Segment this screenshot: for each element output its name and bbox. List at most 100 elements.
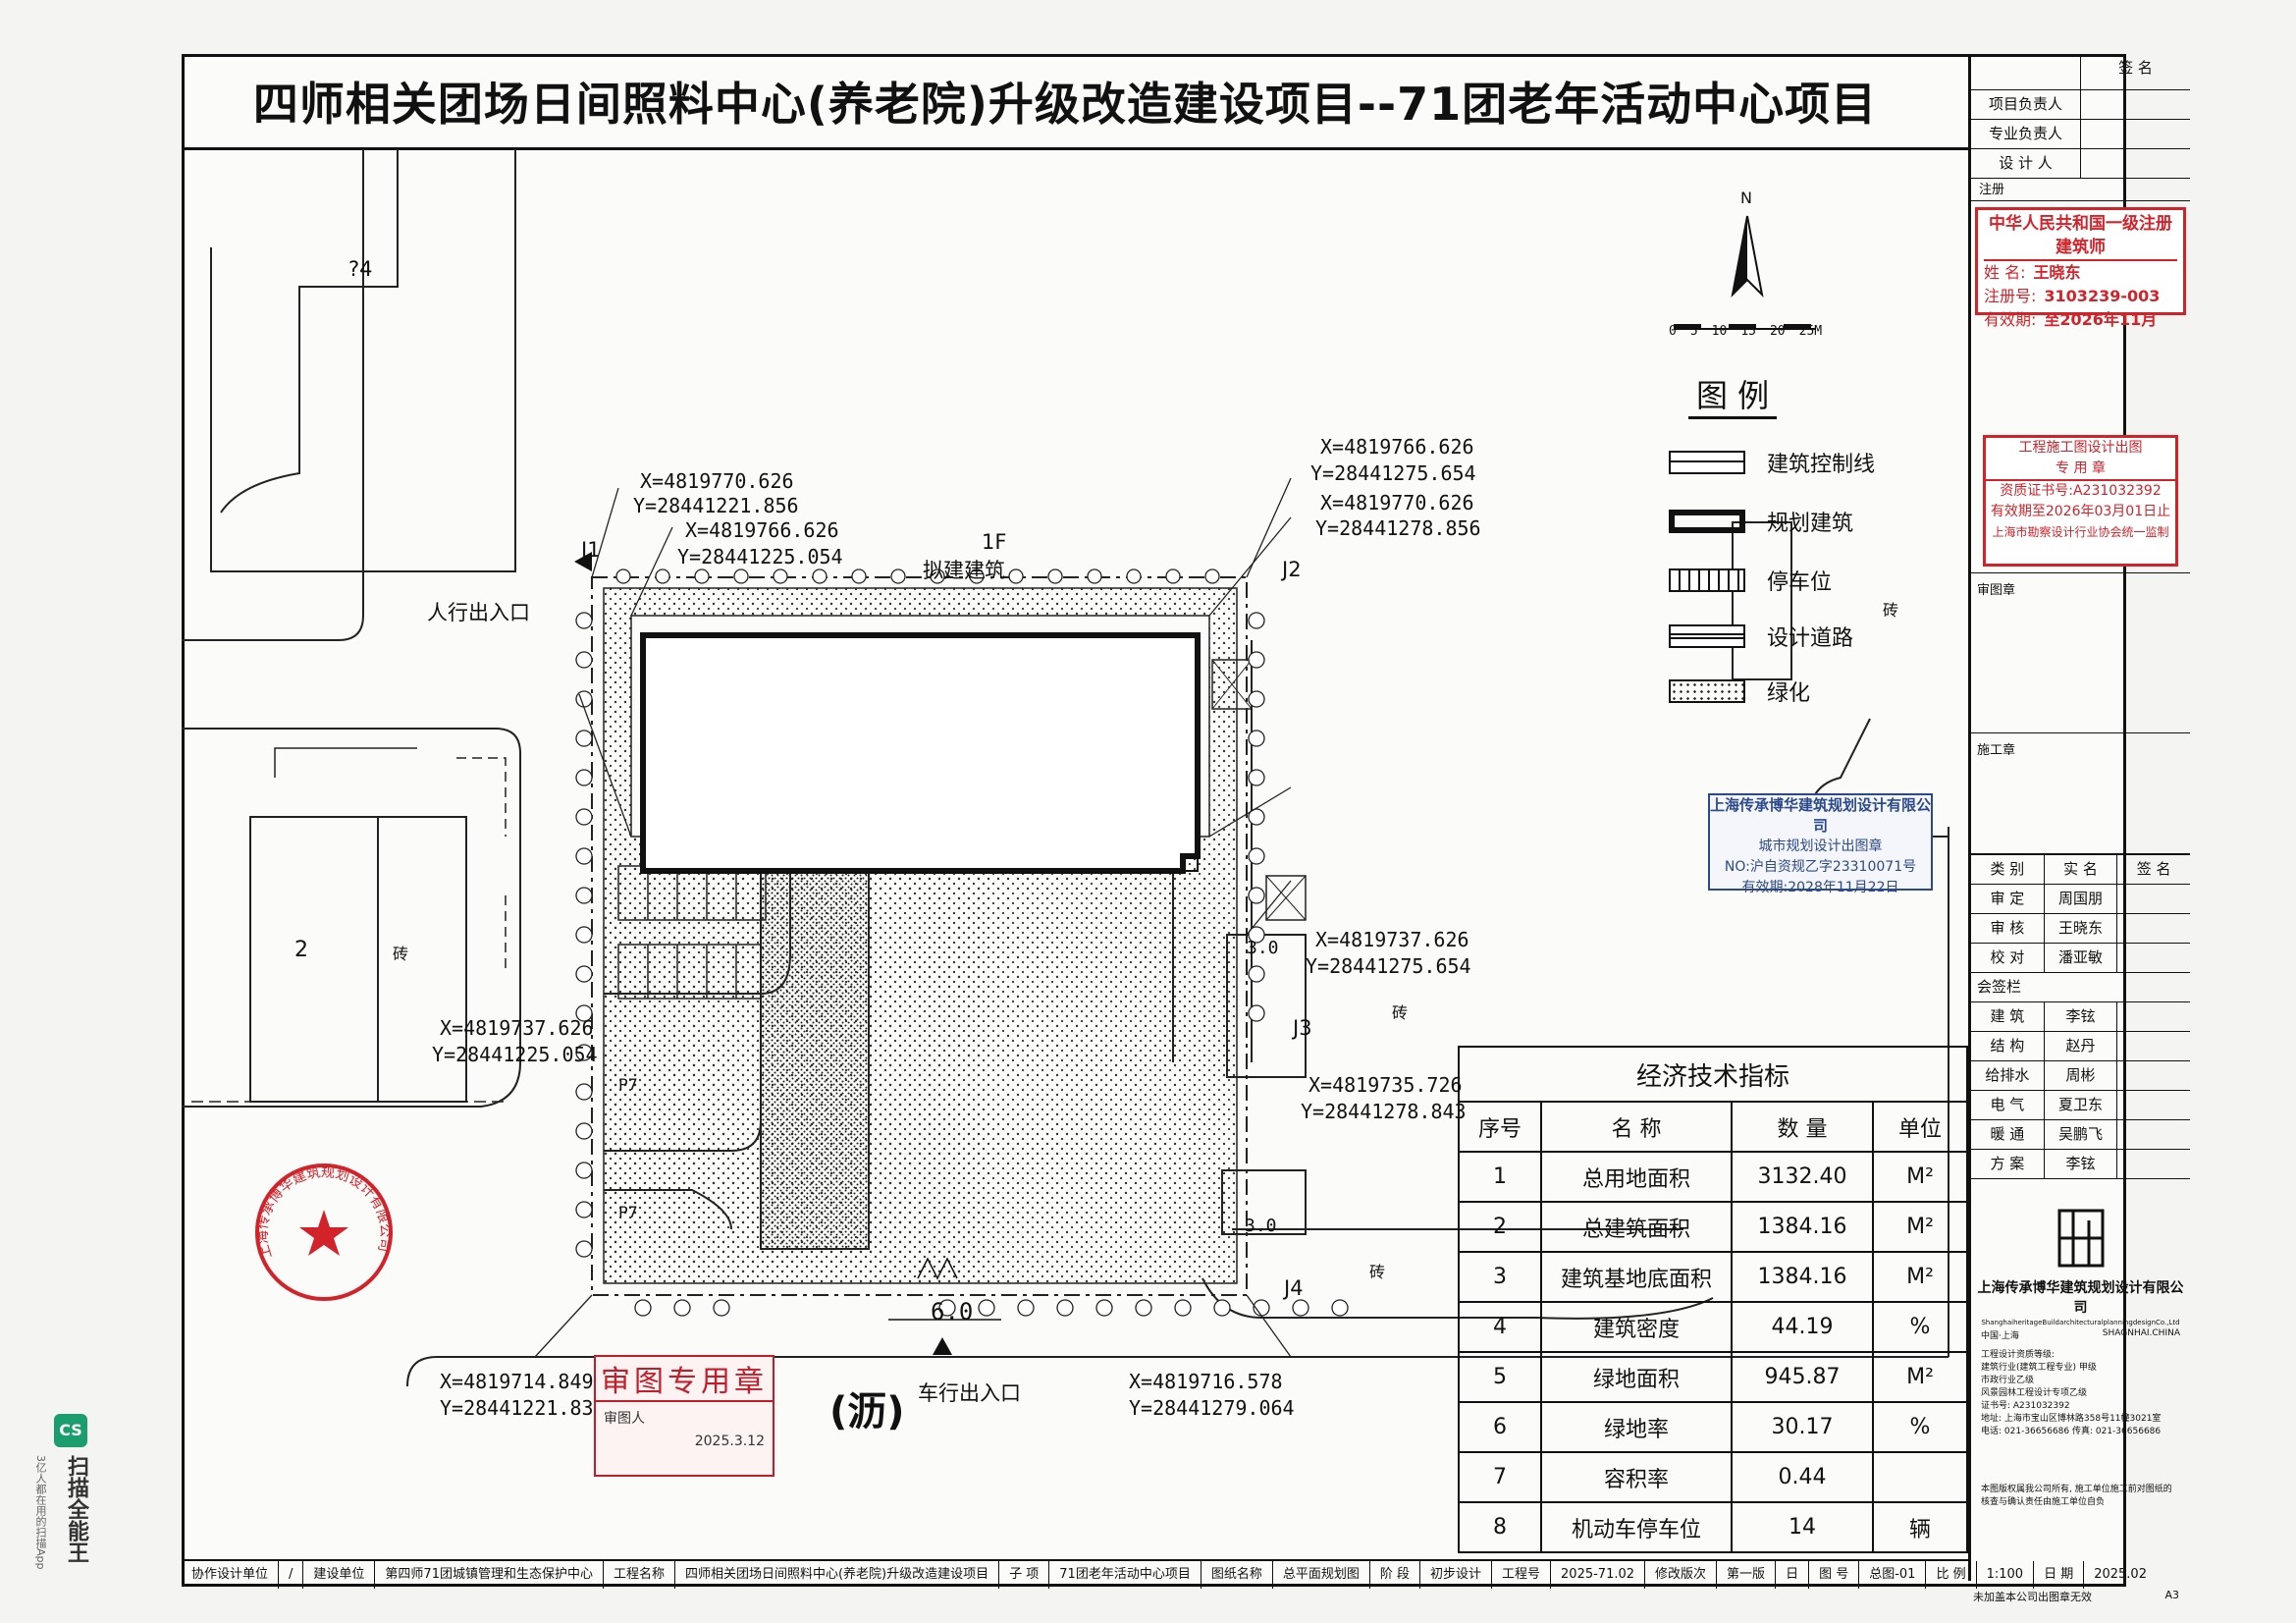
staff-name: 周国朋 (2045, 885, 2118, 913)
table-row: 3 建筑基地底面积 1384.16 M² (1458, 1251, 1968, 1303)
building-floor-text: 1F (982, 530, 1007, 554)
design-assoc: 上海市勘察设计行业协会统一监制 (1992, 525, 2169, 539)
city-en: SHAGNHAI.CHINA (2102, 1328, 2180, 1338)
sign-header: 签 名 (2118, 59, 2153, 77)
row-unit: M² (1872, 1151, 1968, 1203)
column-header: 序号 (1458, 1101, 1542, 1153)
staff-role: 审 定 (1971, 885, 2045, 913)
row-value: 44.19 (1731, 1301, 1874, 1353)
scale-tick: 20 (1769, 324, 1786, 339)
discipline-role: 电 气 (1971, 1091, 2045, 1119)
titleblock-row: 专业负责人 (1971, 120, 2190, 149)
bar-cell: 图纸名称 (1201, 1561, 1273, 1589)
staff-role: 审 核 (1971, 914, 2045, 943)
company-city: 中国·上海 SHAGNHAI.CHINA (1971, 1326, 2190, 1343)
coord-8-x: X=4819714.849 (440, 1370, 594, 1393)
city-cn: 中国·上海 (1981, 1331, 2019, 1341)
qual-line: 风景园林工程设计专项乙级 (1981, 1388, 2088, 1398)
coord-6-x: X=4819735.726 (1308, 1073, 1463, 1097)
architect-reg-row: 注册号:3103239-003 (1984, 285, 2177, 308)
signature-cell (2117, 944, 2190, 972)
row-unit: % (1872, 1301, 1968, 1353)
table-row: 8 机动车停车位 14 辆 (1458, 1501, 1968, 1553)
bar-cell: 总平面规划图 (1273, 1561, 1370, 1589)
qual-line: 建筑行业(建筑工程专业) 甲级 (1981, 1363, 2097, 1373)
economic-indicators-table: 经济技术指标 序号 名 称 数 量 单位 1 总用地面积 3132.40 M² … (1458, 1046, 1968, 1553)
qual-heading: 工程设计资质等级: (1981, 1350, 2056, 1360)
company-name-cn: 上海传承博华建筑规划设计有限公司 (1977, 1280, 2184, 1316)
app-name: 扫描全能王 (64, 1455, 88, 1563)
building-swatch (1669, 510, 1745, 533)
row-no: 6 (1458, 1401, 1542, 1453)
legend-label: 建筑控制线 (1767, 453, 1876, 477)
row-no: 2 (1458, 1201, 1542, 1253)
control-line-swatch (1669, 451, 1745, 474)
discipline-name: 李铉 (2045, 1150, 2118, 1178)
column-header: 签 名 (2136, 860, 2171, 878)
row-no: 5 (1458, 1351, 1542, 1403)
row-no: 1 (1458, 1151, 1542, 1203)
building-name-text: 拟建建筑 (923, 559, 1005, 582)
row-name: 机动车停车位 (1540, 1501, 1733, 1553)
bottom-info-bar: 协作设计单位 / 建设单位 第四师71团城镇管理和生态保护中心 工程名称 四师相… (182, 1559, 2147, 1589)
coord-9-y: Y=28441279.064 (1129, 1396, 1295, 1420)
staff-row: 审 核王晓东 (1971, 914, 2190, 944)
signature-cell (2117, 1120, 2190, 1149)
bar-cell: / (279, 1561, 304, 1589)
discipline-row: 暖 通吴鹏飞 (1971, 1120, 2190, 1150)
row-no: 8 (1458, 1501, 1542, 1553)
role-label: 专业负责人 (1971, 120, 2081, 148)
signature-cell (2081, 120, 2190, 148)
qual-line: 市政行业乙级 (1981, 1376, 2035, 1385)
company-info: 上海传承博华建筑规划设计有限公司 ShanghaiheritageBuildar… (1971, 1179, 2190, 1509)
row-value: 3132.40 (1731, 1151, 1874, 1203)
bar-cell: 工程号 (1492, 1561, 1552, 1589)
review-person: 审图人 (604, 1411, 645, 1427)
architect-title: 中华人民共和国一级注册建筑师 (1984, 212, 2177, 261)
staff-header-row: 类 别 实 名 签 名 (1971, 853, 2190, 885)
row-name: 绿地率 (1540, 1401, 1733, 1453)
greenery-swatch (1669, 679, 1745, 703)
discipline-row: 建 筑李铉 (1971, 1002, 2190, 1032)
road-swatch (1669, 624, 1745, 648)
address: 地址: 上海市宝山区博林路358号11幢3021室 (1981, 1414, 2162, 1424)
coord-2-x: X=4819766.626 (685, 518, 839, 542)
row-value: 1384.16 (1731, 1251, 1874, 1303)
architect-seal: 中华人民共和国一级注册建筑师 姓 名:王晓东 注册号:3103239-003 有… (1975, 207, 2186, 329)
design-seal-title: 工程施工图设计出图 (2018, 440, 2143, 456)
discipline-role: 暖 通 (1971, 1120, 2045, 1149)
titleblock-row: 设 计 人 (1971, 149, 2190, 179)
bar-cell: 1:100 (1977, 1561, 2035, 1589)
title-divider (182, 147, 1968, 150)
scale-tick: 0 (1669, 324, 1677, 339)
company-qualification: 工程设计资质等级: 建筑行业(建筑工程专业) 甲级 市政行业乙级 风景园林工程设… (1971, 1343, 2190, 1444)
scale-tick: 10 (1711, 324, 1728, 339)
table-row: 1 总用地面积 3132.40 M² (1458, 1151, 1968, 1203)
review-date: 2025.3.12 (694, 1434, 765, 1449)
bar-cell: 建设单位 (303, 1561, 376, 1589)
design-cert: 资质证书号:A231032392 (2000, 483, 2162, 499)
discipline-role: 方 案 (1971, 1150, 2045, 1178)
row-name: 建筑密度 (1540, 1301, 1733, 1353)
column-header: 实 名 (2045, 855, 2118, 884)
signature-cell (2117, 885, 2190, 913)
pedestrian-entrance-label: 人行出入口 (427, 601, 530, 624)
architect-valid-row: 有效期:至2026年11月 (1984, 308, 2177, 332)
table-header-row: 序号 名 称 数 量 单位 (1458, 1101, 1968, 1153)
coord-1-y: Y=28441221.856 (633, 494, 799, 517)
table-row: 5 绿地面积 945.87 M² (1458, 1351, 1968, 1403)
row-unit: M² (1872, 1251, 1968, 1303)
bar-cell: 子 项 (999, 1561, 1050, 1589)
coord-7-y: Y=28441225.054 (432, 1043, 598, 1066)
point-j1: J1 (581, 538, 601, 562)
point-j4: J4 (1284, 1276, 1304, 1300)
legend-item-greenery: 绿化 (1669, 676, 1810, 707)
discipline-role: 结 构 (1971, 1032, 2045, 1060)
signature-cell (2117, 1002, 2190, 1031)
seal-valid: 有效期:2028年11月22日 (1741, 880, 1899, 895)
signature-cell (2117, 1061, 2190, 1090)
scale-tick: 25M (1798, 324, 1823, 339)
sign-header-spacer (1971, 54, 2081, 89)
label: 姓 名: (1984, 263, 2026, 282)
row-no: 4 (1458, 1301, 1542, 1353)
